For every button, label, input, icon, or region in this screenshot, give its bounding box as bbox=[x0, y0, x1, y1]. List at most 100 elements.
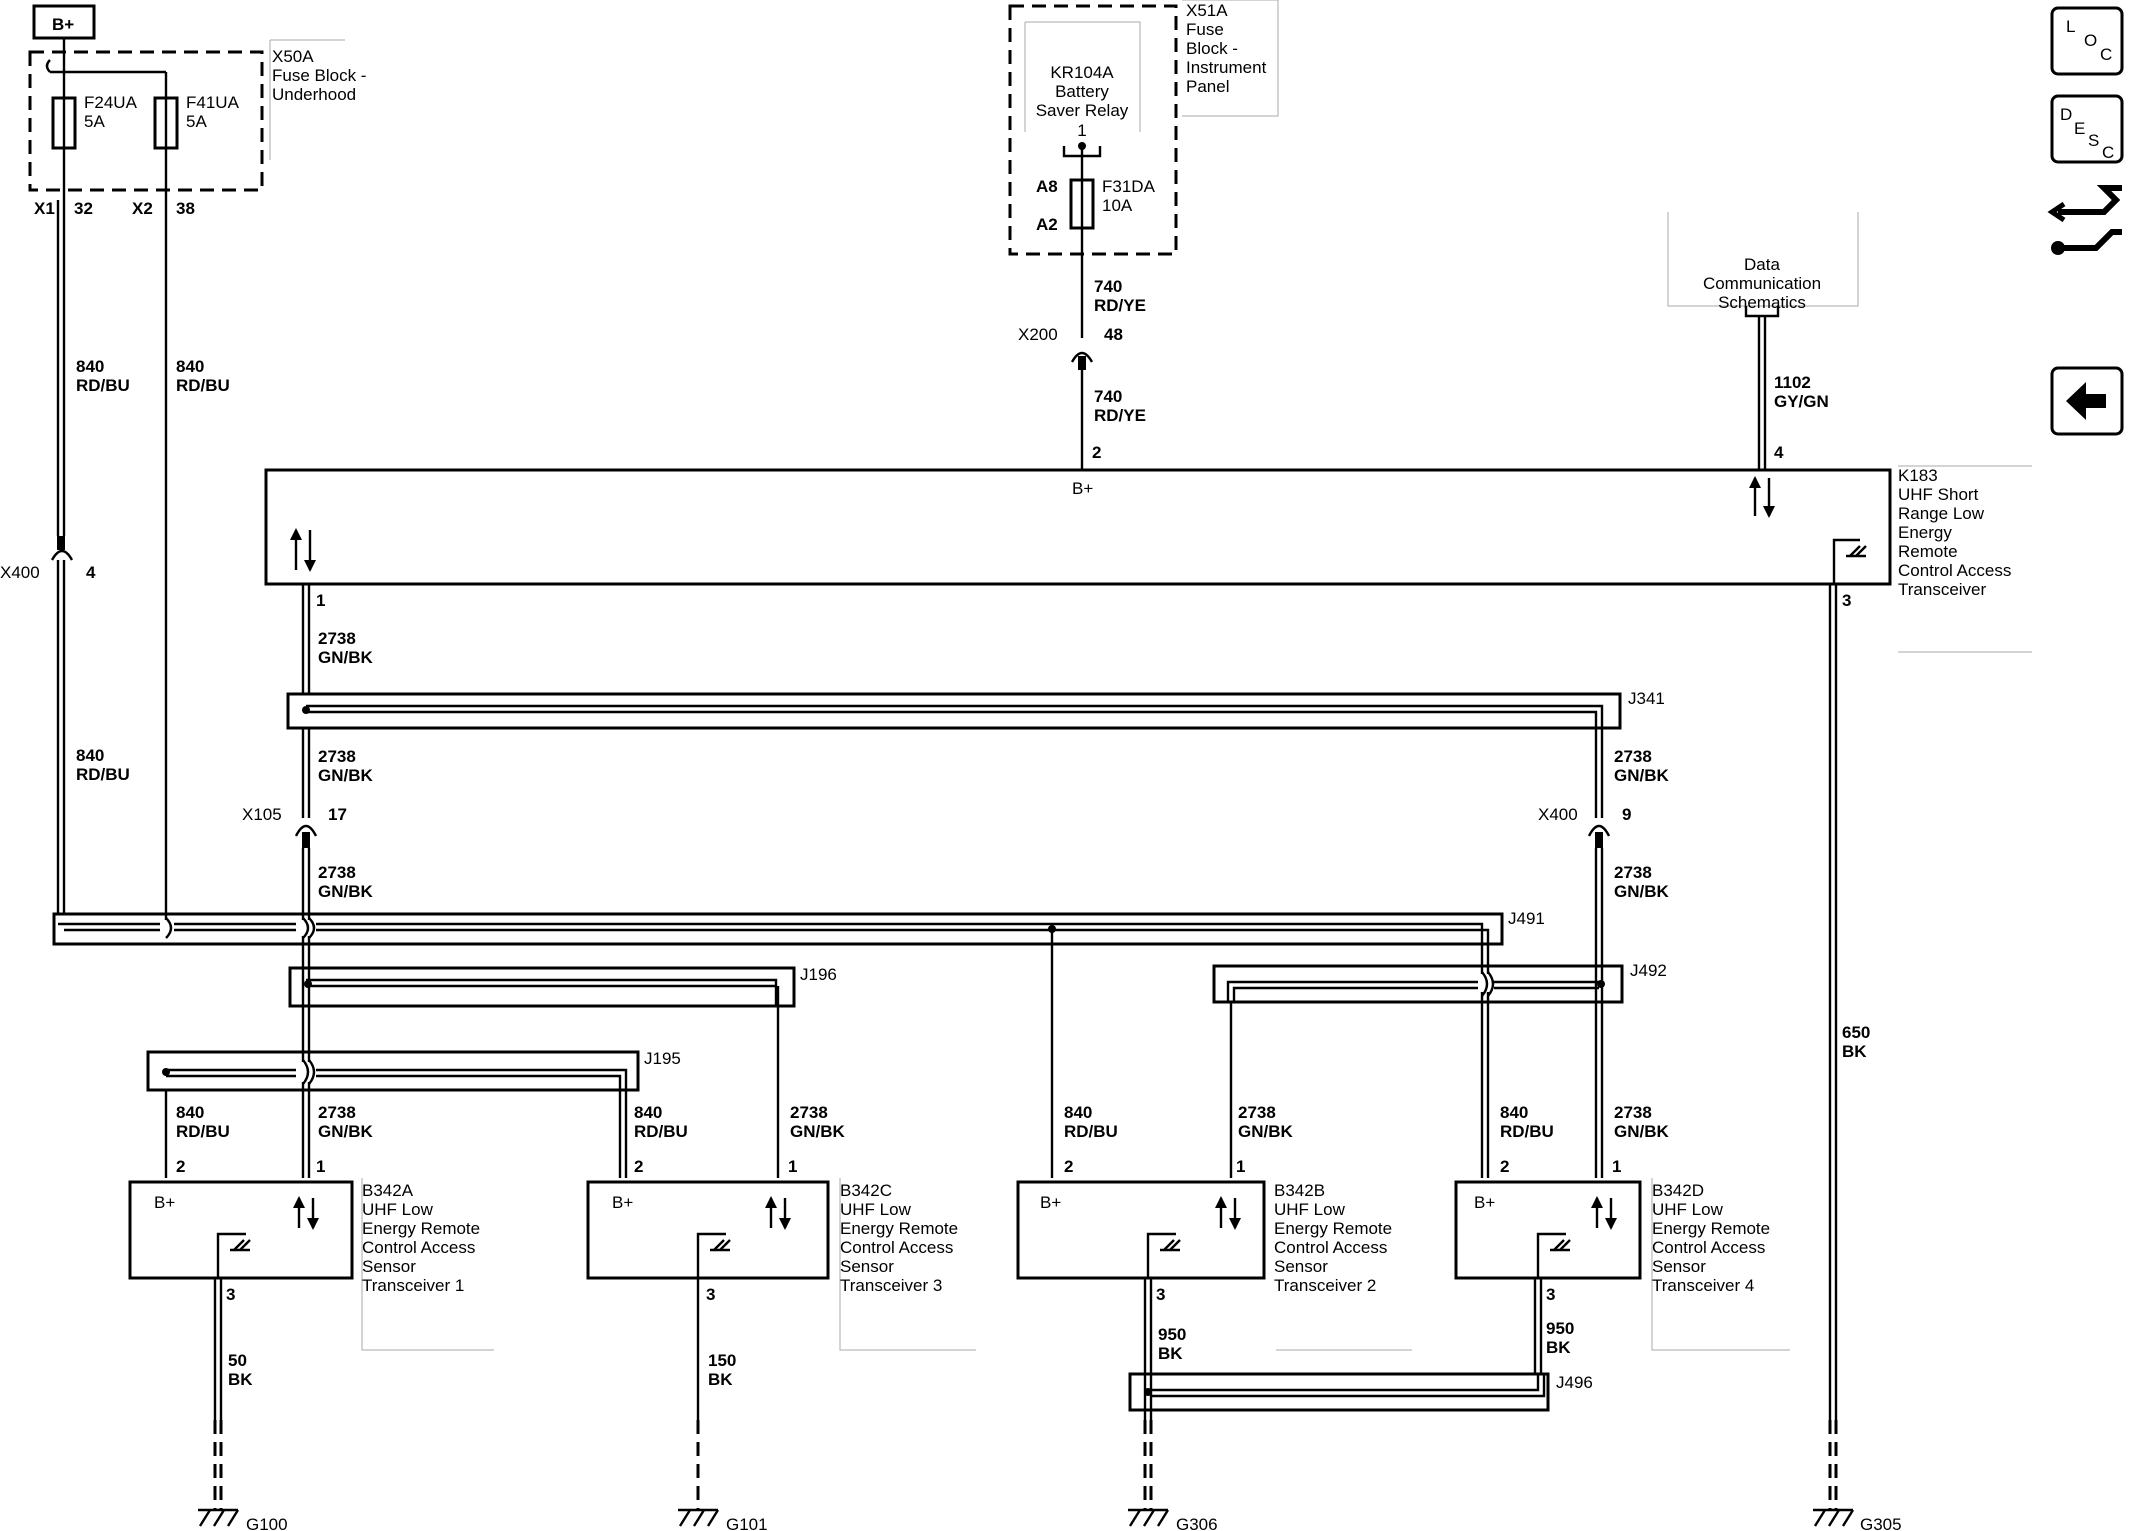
splice-j496 bbox=[1128, 1372, 1550, 1412]
sensor4-pin-bus: 1 bbox=[1612, 1157, 1621, 1176]
fuse-block-ip-label-3: Block - bbox=[1186, 39, 1238, 58]
sensor1-pin-ground: 3 bbox=[226, 1285, 235, 1304]
sensor3-label-6: Transceiver 3 bbox=[840, 1276, 942, 1295]
ground-g100: G100 bbox=[198, 1420, 288, 1531]
wire-740-a-color: RD/YE bbox=[1094, 296, 1146, 315]
sensor2-label-3: Energy Remote bbox=[1274, 1219, 1392, 1238]
desc-letter-e: E bbox=[2074, 119, 2085, 138]
sensor2-wire-840-num: 840 bbox=[1064, 1103, 1092, 1122]
ground-g306: G306 bbox=[1128, 1420, 1218, 1531]
splice-j341 bbox=[286, 692, 1622, 730]
sensor2-ground-icon bbox=[1146, 1232, 1181, 1278]
fuse-block-underhood-label-3: Underhood bbox=[272, 85, 356, 104]
fuse-block-underhood bbox=[28, 50, 264, 192]
connector-x105-name: X105 bbox=[242, 805, 282, 824]
desc-icon[interactable]: D E S C bbox=[2050, 94, 2124, 164]
fuse-f41ua-connector: X2 bbox=[132, 199, 153, 218]
wire-1102-num: 1102 bbox=[1774, 373, 1811, 392]
sensor2-label-4: Control Access bbox=[1274, 1238, 1387, 1257]
fuse-f31da-pin-in: A8 bbox=[1036, 177, 1058, 196]
module-label-6: Control Access bbox=[1898, 561, 2011, 580]
sensor3-pin-ground: 3 bbox=[706, 1285, 715, 1304]
connector-x400-pin-4: 4 bbox=[86, 563, 96, 582]
data-comm-label-1: Data bbox=[1744, 255, 1780, 274]
sensor1-label-1: B342A bbox=[362, 1181, 414, 1200]
connector-x400b-pin: 9 bbox=[1622, 805, 1631, 824]
sensor1-label-3: Energy Remote bbox=[362, 1219, 480, 1238]
relay-kr104a-label-3: Saver Relay bbox=[1036, 101, 1129, 120]
wire-2738-d-num: 2738 bbox=[1614, 747, 1652, 766]
wire-2738-e-num: 2738 bbox=[1614, 863, 1652, 882]
fuse-f24ua-connector: X1 bbox=[34, 199, 55, 218]
sensor1-pin-power: 2 bbox=[176, 1157, 185, 1176]
sensor2-label-5: Sensor bbox=[1274, 1257, 1328, 1276]
fuse-f24ua-name: F24UA bbox=[84, 93, 138, 112]
sensor3-ground-icon bbox=[696, 1232, 731, 1278]
fuse-f41ua-name: F41UA bbox=[186, 93, 240, 112]
desc-letter-s: S bbox=[2088, 131, 2099, 150]
fuse-block-ip-label-2: Fuse bbox=[1186, 20, 1224, 39]
wire-2738-c-color: GN/BK bbox=[318, 882, 374, 901]
module-ground-icon bbox=[1832, 538, 1867, 584]
connector-x400b-name: X400 bbox=[1538, 805, 1578, 824]
module-label-1: K183 bbox=[1898, 466, 1938, 485]
sensor4-pin-ground: 3 bbox=[1546, 1285, 1555, 1304]
connector-x400-name: X400 bbox=[0, 563, 40, 582]
wire-2738-a-color: GN/BK bbox=[318, 648, 374, 667]
sensor4-wire-2738-color: GN/BK bbox=[1614, 1122, 1670, 1141]
ground-wire-950b-color: BK bbox=[1546, 1338, 1571, 1357]
sensor2-pin-power: 2 bbox=[1064, 1157, 1073, 1176]
data-comm-label-3: Schematics bbox=[1718, 293, 1806, 312]
sensor3-wire-2738-num: 2738 bbox=[790, 1103, 828, 1122]
module-data-pin: 4 bbox=[1774, 443, 1784, 462]
ground-g306-label: G306 bbox=[1176, 1515, 1218, 1531]
sensor3-pin-bus: 1 bbox=[788, 1157, 797, 1176]
wire-740-a-num: 740 bbox=[1094, 277, 1122, 296]
sensor2-pin-bus: 1 bbox=[1236, 1157, 1245, 1176]
splice-j195 bbox=[146, 1050, 640, 1092]
loc-letter-c: C bbox=[2100, 45, 2112, 64]
connector-service-icon[interactable] bbox=[2047, 185, 2122, 255]
wire-740-b-num: 740 bbox=[1094, 387, 1122, 406]
connector-x200 bbox=[1070, 351, 1094, 363]
splice-j491 bbox=[52, 912, 1504, 946]
sensor3-label-4: Control Access bbox=[840, 1238, 953, 1257]
wire-740-b-color: RD/YE bbox=[1094, 406, 1146, 425]
connector-x200-pin: 48 bbox=[1104, 325, 1123, 344]
wire-840-b-color: RD/BU bbox=[176, 376, 230, 395]
sensor2-bplus: B+ bbox=[1040, 1193, 1061, 1212]
splice-j195-label: J195 bbox=[644, 1049, 681, 1068]
sensor4-label-4: Control Access bbox=[1652, 1238, 1765, 1257]
sensor2-pin-ground: 3 bbox=[1156, 1285, 1165, 1304]
ground-wire-150-num: 150 bbox=[708, 1351, 736, 1370]
connector-x400-pin4 bbox=[50, 549, 74, 561]
wire-840-c-num: 840 bbox=[76, 746, 104, 765]
splice-j492 bbox=[1212, 964, 1624, 1004]
ground-wire-950b-num: 950 bbox=[1546, 1319, 1574, 1338]
sensor3-wire-840-color: RD/BU bbox=[634, 1122, 688, 1141]
data-comm-label-2: Communication bbox=[1703, 274, 1821, 293]
sensor2-label-1: B342B bbox=[1274, 1181, 1325, 1200]
fuse-f24ua-rating: 5A bbox=[84, 112, 105, 131]
wire-840-a-num: 840 bbox=[76, 357, 104, 376]
ground-g101: G101 bbox=[678, 1420, 768, 1531]
relay-kr104a-pin: 1 bbox=[1077, 121, 1086, 140]
splice-j196-label: J196 bbox=[800, 965, 837, 984]
connector-x105-pin: 17 bbox=[328, 805, 347, 824]
sensor2-wire-840-color: RD/BU bbox=[1064, 1122, 1118, 1141]
fuse-block-ip bbox=[1008, 4, 1178, 256]
module-label-5: Remote bbox=[1898, 542, 1958, 561]
sensor4-wire-840-color: RD/BU bbox=[1500, 1122, 1554, 1141]
splice-j196 bbox=[288, 966, 796, 1008]
module-ground-pin: 3 bbox=[1842, 591, 1851, 610]
module-label-2: UHF Short bbox=[1898, 485, 1979, 504]
loc-icon[interactable]: L O C bbox=[2050, 6, 2124, 76]
module-bplus: B+ bbox=[1072, 479, 1093, 498]
sensor1-label-4: Control Access bbox=[362, 1238, 475, 1257]
back-arrow-icon[interactable] bbox=[2050, 366, 2124, 436]
splice-j492-label: J492 bbox=[1630, 961, 1667, 980]
relay-kr104a-label-2: Battery bbox=[1055, 82, 1109, 101]
sensor1-wire-2738-num: 2738 bbox=[318, 1103, 356, 1122]
sensor4-label-2: UHF Low bbox=[1652, 1200, 1724, 1219]
sensor3-wire-840-num: 840 bbox=[634, 1103, 662, 1122]
